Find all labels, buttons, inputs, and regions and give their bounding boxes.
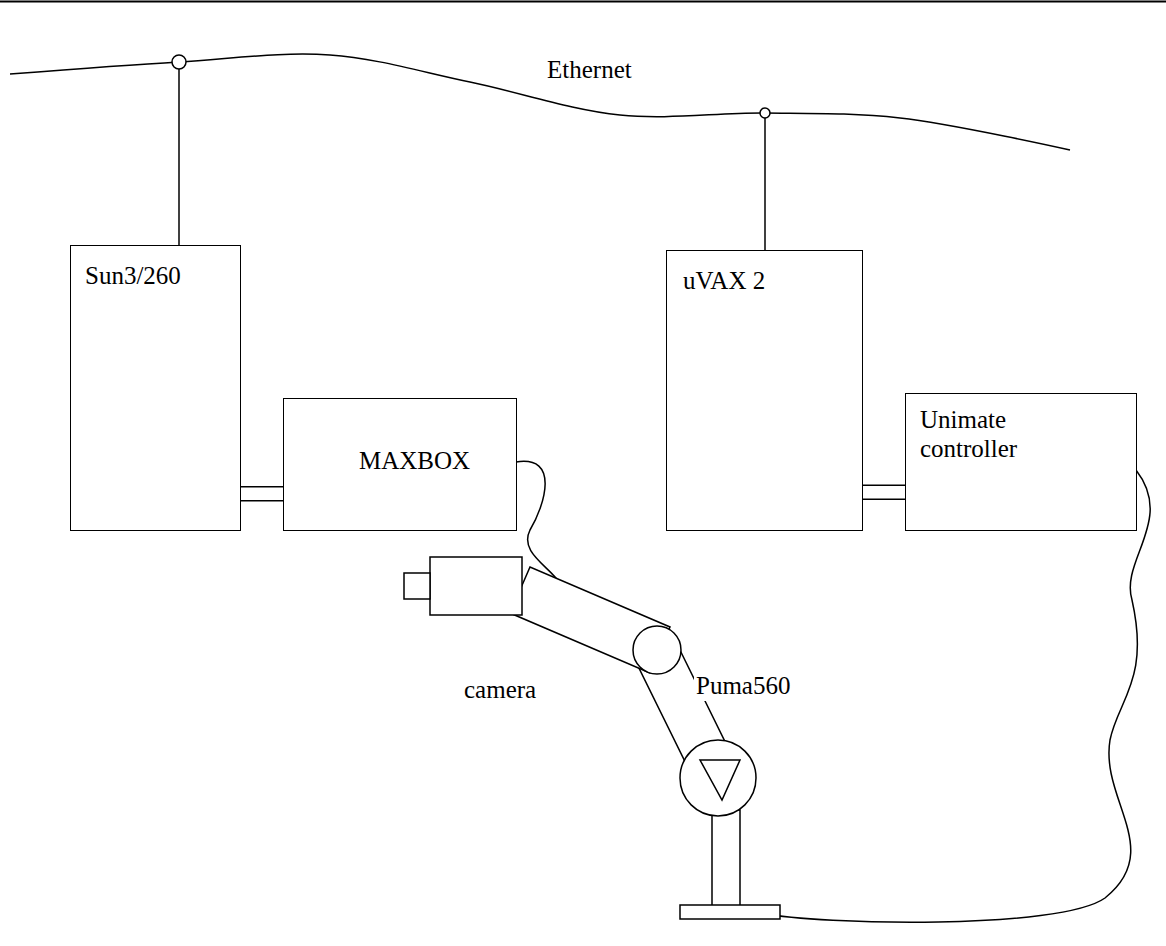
bus-connector <box>863 485 905 499</box>
top-rule <box>0 1 1166 3</box>
shoulder-joint <box>680 740 756 816</box>
box-label: Unimate controller <box>920 406 1040 464</box>
puma-robot <box>404 557 780 919</box>
ethernet-tap <box>760 108 770 118</box>
ethernet-cable <box>10 54 1070 150</box>
box-label: Sun3/260 <box>85 262 181 291</box>
elbow-joint <box>633 626 681 674</box>
robot-base-plate <box>680 905 780 919</box>
box-label: MAXBOX <box>359 447 470 476</box>
ethernet <box>10 54 1070 250</box>
bus-connector <box>241 487 283 501</box>
box-label: uVAX 2 <box>683 267 765 296</box>
camera-lens <box>404 573 430 599</box>
camera-body <box>430 557 522 615</box>
computer-box: Sun3/260 <box>70 245 241 531</box>
robot-column <box>712 810 740 906</box>
camera-label: camera <box>462 676 538 705</box>
controller-box: Unimate controller <box>905 393 1137 531</box>
robot-cable <box>760 470 1150 922</box>
ethernet-drop <box>178 69 180 245</box>
computer-box: uVAX 2 <box>666 250 863 531</box>
frame-grabber-box: MAXBOX <box>283 398 517 531</box>
ethernet-drop <box>764 118 766 250</box>
network-label: Ethernet <box>545 56 634 85</box>
robot-label: Puma560 <box>694 672 792 701</box>
shoulder-mark <box>700 760 740 800</box>
ethernet-tap <box>172 55 186 69</box>
